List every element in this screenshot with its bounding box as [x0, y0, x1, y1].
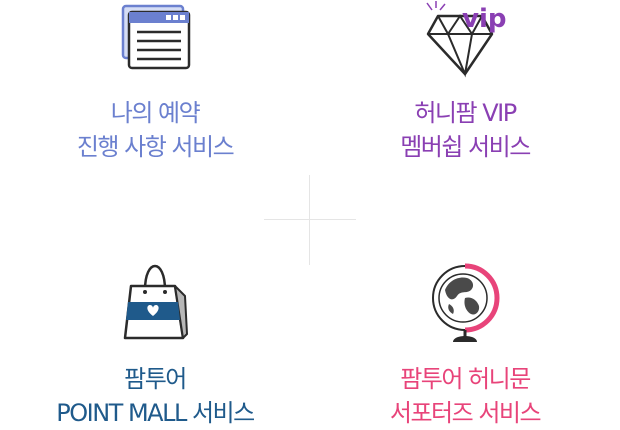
pointmall-service-link[interactable]: 팜투어 POINT MALL 서비스 — [0, 214, 310, 428]
pointmall-service-label: 팜투어 POINT MALL 서비스 — [0, 362, 310, 430]
supporters-service-link[interactable]: 팜투어 허니문 서포터즈 서비스 — [310, 214, 620, 428]
supporters-service-label: 팜투어 허니문 서포터즈 서비스 — [310, 362, 620, 430]
vip-membership-link[interactable]: vip 허니팜 VIP 멤버쉽 서비스 — [310, 0, 620, 214]
pointmall-subtitle-line: POINT MALL 서비스 — [56, 399, 255, 427]
reservation-service-link[interactable]: 나의 예약 진행 사항 서비스 — [0, 0, 310, 214]
supporters-title-line: 팜투어 허니문 — [400, 365, 531, 393]
cross-divider-horizontal — [264, 219, 356, 220]
diamond-vip-icon: vip — [410, 0, 520, 80]
reservation-service-label: 나의 예약 진행 사항 서비스 — [0, 96, 310, 164]
cross-divider-vertical — [309, 175, 310, 265]
reservation-title-line: 나의 예약 — [110, 99, 201, 127]
pointmall-title-line: 팜투어 — [124, 365, 187, 393]
browser-window-icon — [115, 0, 195, 72]
supporters-subtitle-line: 서포터즈 서비스 — [389, 399, 542, 427]
vip-badge-text: vip — [462, 4, 506, 34]
vip-service-label: 허니팜 VIP 멤버쉽 서비스 — [310, 96, 620, 164]
vip-subtitle-line: 멤버쉽 서비스 — [400, 133, 531, 161]
shopping-bag-icon — [119, 260, 191, 344]
globe-icon — [425, 260, 505, 346]
vip-title-line: 허니팜 VIP — [414, 99, 517, 127]
reservation-subtitle-line: 진행 사항 서비스 — [76, 133, 235, 161]
